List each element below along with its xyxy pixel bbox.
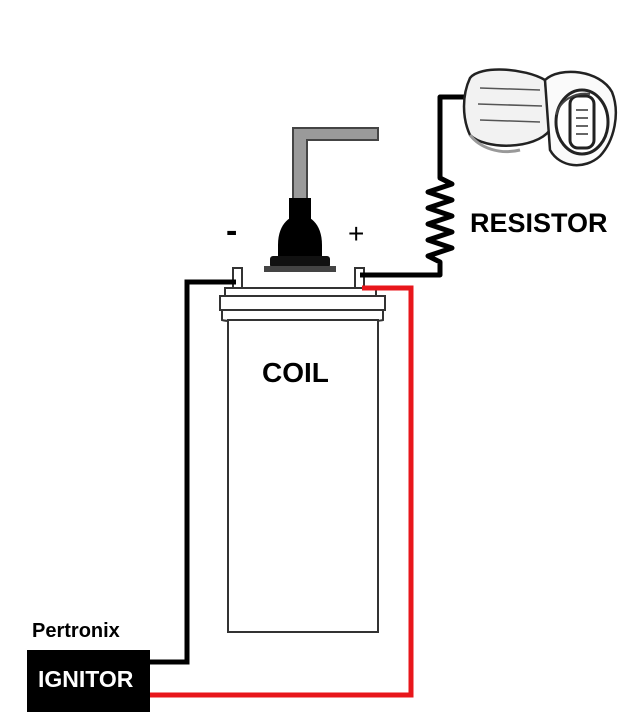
- ignitor-box-shape: [27, 650, 150, 712]
- brand-label: Pertronix: [32, 620, 120, 642]
- ignitor-label: IGNITOR: [38, 666, 134, 692]
- coil-label: COIL: [262, 357, 329, 388]
- black-wire: [150, 279, 236, 665]
- high-voltage-lead: [292, 127, 379, 211]
- red-wire: [150, 285, 414, 698]
- positive-terminal-label: +: [348, 218, 365, 249]
- ballast-resistor-icon: [462, 68, 618, 167]
- resistor-label: RESISTOR: [470, 208, 608, 238]
- resistor-wire: [360, 94, 478, 278]
- coil-tower-boot: [264, 198, 336, 272]
- coil-body: [219, 267, 386, 633]
- negative-terminal-label: -: [226, 212, 238, 250]
